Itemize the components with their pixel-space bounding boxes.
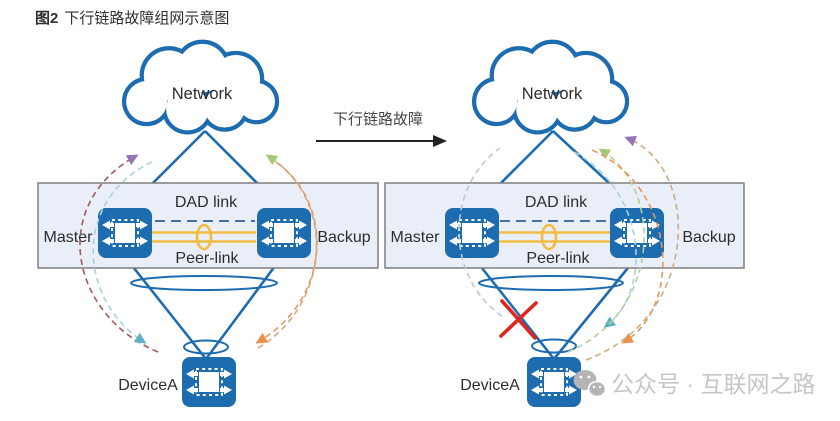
peer-link-bundle-ellipse [540,223,558,251]
network-label: Network [522,85,583,103]
old-flow-path [458,147,503,317]
link-failure-x-icon [499,299,538,340]
devicea-label: DeviceA [118,377,178,394]
transition: 下行链路故障 [316,110,447,147]
master-switch-icon [97,207,153,259]
transition-arrowhead-icon [433,135,447,147]
backup-switch-icon [256,207,312,259]
stack-band [384,182,745,269]
devicea-label: DeviceA [460,377,520,394]
downstream-flow-backup [255,161,318,344]
downstream-flow-backup-inner [573,151,637,328]
peer-link-label: Peer-link [175,250,239,267]
downlink-master [124,257,208,360]
peer-link-label: Peer-link [526,250,590,267]
watermark-text: 公众号 · 互联网之路 [611,371,815,397]
devicea-switch-icon [526,356,582,408]
link-aggregation-ellipse [478,275,624,291]
backup-label: Backup [682,229,735,246]
backup-switch-icon [609,207,665,259]
upstream-flow-backup-inner [567,148,645,353]
link-aggregation-ellipse [183,339,229,355]
dad-link-label: DAD link [175,194,238,211]
upstream-flow-master [79,154,159,353]
link-aggregation-ellipse [130,275,278,291]
master-label: Master [391,229,441,246]
downlink-backup [204,257,283,360]
dad-link-label: DAD link [525,194,588,211]
figure-number: 图2 [35,10,59,27]
downstream-flow-backup-outer [591,149,664,344]
network-label: Network [172,85,233,103]
master-switch-icon [444,207,500,259]
master-label: Master [44,229,94,246]
downstream-flow-master [92,161,153,344]
transition-label: 下行链路故障 [333,110,423,128]
diagram-normal-state: Network DAD link Peer-link Master Backup… [37,44,379,408]
wechat-icon [573,370,607,398]
downlink-master-failed [472,257,556,360]
watermark: 公众号 · 互联网之路 [573,370,815,398]
link-aggregation-ellipse [531,338,577,354]
upstream-flow-backup [257,154,318,349]
devicea-switch-icon [181,356,237,408]
upstream-flow-backup-outer [585,136,679,361]
peer-link-bundle-ellipse [195,223,213,251]
backup-label: Backup [317,229,370,246]
figure-title: 图2 下行链路故障组网示意图 [35,7,229,28]
diagram-failure-state: Network DAD link Peer-link Master Backup… [384,44,745,408]
figure-title-text: 下行链路故障组网示意图 [64,10,230,27]
downlink-backup [552,257,638,360]
